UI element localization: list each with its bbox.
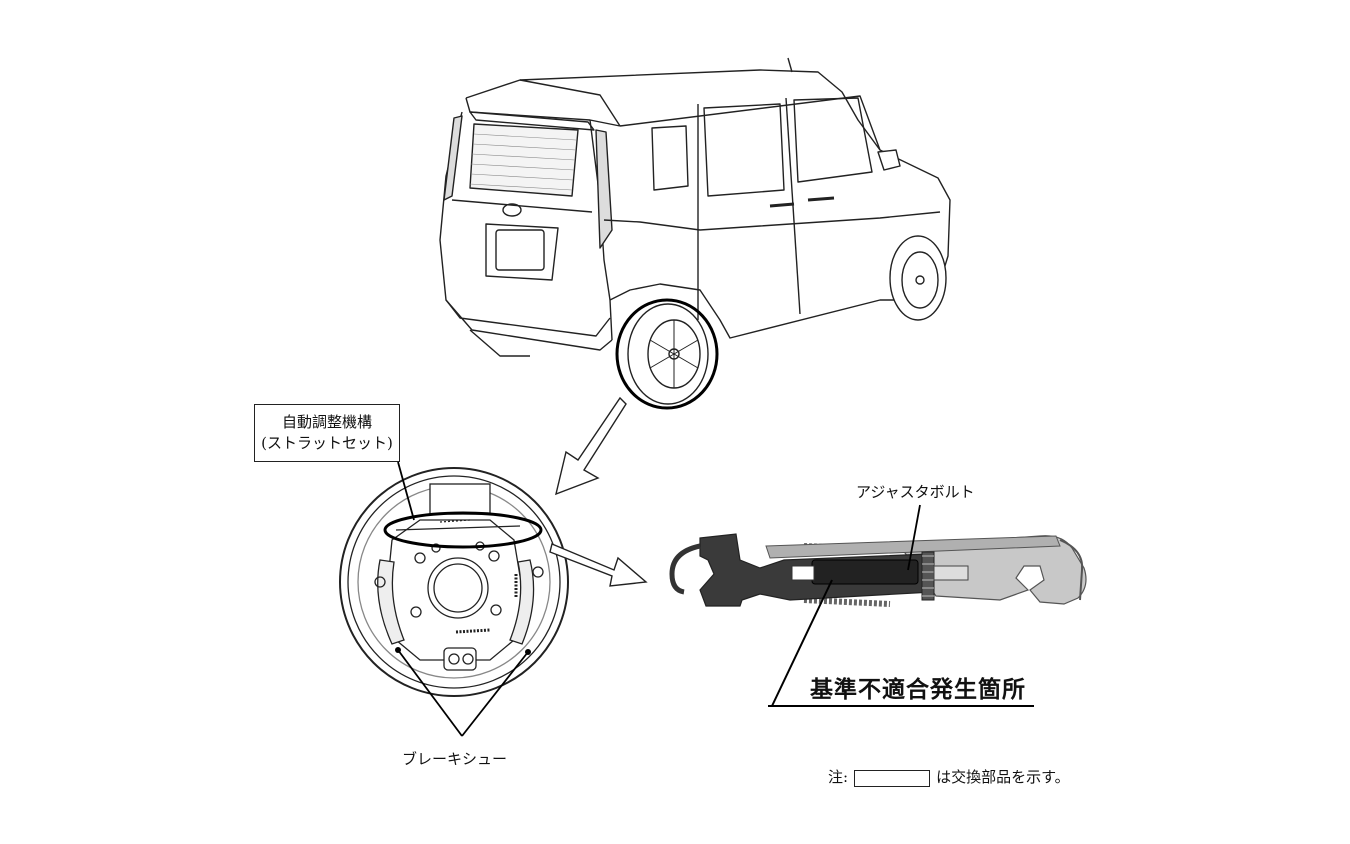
mechanism-callout-box: 自動調整機構 (ストラットセット): [254, 404, 400, 462]
adjuster-bolt-leader-line: [907, 504, 921, 571]
defect-leader-line: [771, 579, 833, 707]
wheel-highlight-circle: [615, 298, 719, 410]
note-suffix: は交換部品を示す。: [936, 768, 1070, 786]
note-legend-box: [854, 769, 931, 787]
adjuster-bolt-label: アジャスタボルト: [856, 483, 975, 501]
wheel-to-drum-arrow: [555, 396, 627, 496]
mechanism-label-line2: (ストラットセット): [261, 434, 393, 452]
brake-drum-illustration: [339, 467, 569, 697]
mechanism-label-line1: 自動調整機構: [281, 413, 372, 431]
strut-set-illustration: [669, 533, 1087, 607]
brake-shoe-leader-lines: [397, 649, 529, 737]
strut-highlight-ellipse: [383, 511, 543, 549]
replacement-note: 注: は交換部品を示す。: [828, 766, 1070, 787]
note-prefix: 注:: [828, 768, 849, 786]
drum-to-strut-arrow: [549, 543, 648, 587]
brake-shoe-label: ブレーキシュー: [402, 750, 508, 768]
mechanism-leader-line: [397, 461, 415, 521]
defect-location-label: 基準不適合発生箇所: [810, 677, 1026, 703]
car-illustration: [439, 57, 951, 405]
